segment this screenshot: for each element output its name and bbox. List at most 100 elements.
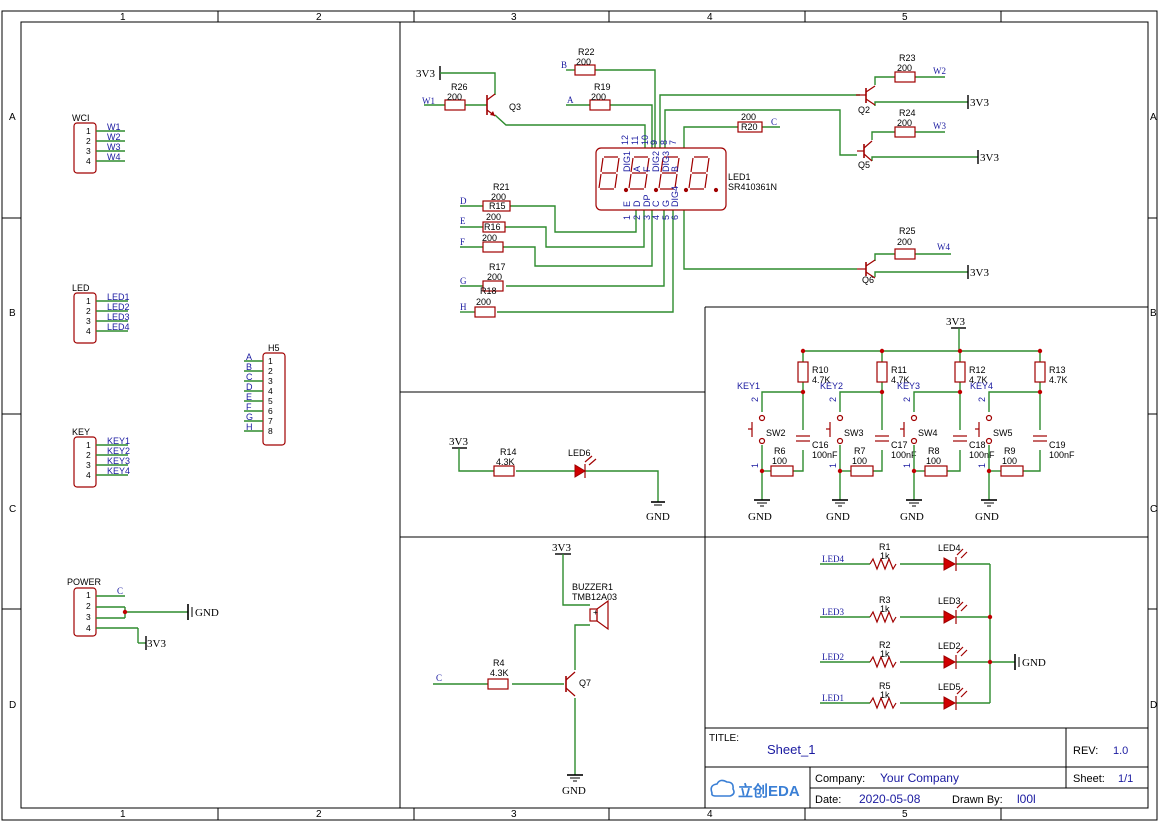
- key-net-label: KEY3: [897, 381, 920, 391]
- h5-net: A: [246, 352, 252, 362]
- r22-val: 200: [576, 57, 591, 67]
- gnd-icon: [832, 499, 848, 507]
- led-bank-net: LED1: [822, 693, 844, 703]
- led-bank-led-ref: LED4: [938, 543, 961, 553]
- sheet-frame: 1 2 3 4 5 1 2 3 4 5 A B C D A B C D: [1, 10, 1158, 821]
- led-conn-net-2: LED2: [107, 302, 130, 312]
- company-value: Your Company: [880, 771, 959, 785]
- transistor-q6-icon: [857, 259, 876, 279]
- resistor-zigzag-icon: [869, 696, 897, 710]
- q3-label: Q3: [509, 102, 521, 112]
- led-bank-res-val: 1k: [880, 690, 890, 700]
- eda-logo-text: 立创EDA: [738, 782, 800, 800]
- h5-label: H5: [268, 343, 280, 353]
- series-resistor: [924, 465, 948, 477]
- wci-net-w1: W1: [107, 122, 121, 132]
- h5-net: H: [246, 422, 253, 432]
- display-top-pin: 9: [649, 140, 659, 145]
- pushbutton-icon: [748, 414, 766, 445]
- switch-pin-1: 1: [902, 463, 912, 468]
- col-label-2-bottom: 2: [316, 809, 322, 820]
- date-value: 2020-05-08: [859, 792, 921, 806]
- series-val: 100: [772, 456, 787, 466]
- rev-value: 1.0: [1113, 745, 1128, 757]
- led-bank-res-ref: R1: [879, 542, 891, 552]
- pullup-val: 4.7K: [969, 375, 988, 385]
- drawn-by-label: Drawn By:: [952, 794, 1003, 806]
- key-conn-net-3: KEY3: [107, 456, 130, 466]
- r23-ref: R23: [899, 53, 916, 63]
- series-resistor: [770, 465, 794, 477]
- capacitor-icon: [953, 435, 967, 442]
- col-label-3-bottom: 3: [511, 809, 517, 820]
- row-label-d: D: [9, 700, 16, 711]
- key-conn-pin-3: 3: [86, 460, 91, 470]
- r26-net: W1: [422, 96, 435, 106]
- key-gnd-label: GND: [975, 511, 999, 523]
- power-conn-pin-3: 3: [86, 612, 91, 622]
- connector-led[interactable]: LED 1 2 3 4 LED1 LED2 LED3 LED4: [72, 283, 130, 344]
- r23-net: W2: [933, 66, 946, 76]
- connector-power[interactable]: POWER 1 2 3 4 C GND 3V3: [67, 577, 219, 650]
- pushbutton-icon: [900, 414, 918, 445]
- r26-ref: R26: [451, 82, 468, 92]
- switch-ref: SW4: [918, 428, 938, 438]
- switch-pin-2: 2: [902, 397, 912, 402]
- key-conn-net-4: KEY4: [107, 466, 130, 476]
- series-ref: R8: [928, 446, 940, 456]
- display-digit: [688, 156, 719, 193]
- r17-val: 200: [487, 272, 502, 282]
- col-label-4-bottom: 4: [707, 809, 713, 820]
- rev-label: REV:: [1073, 745, 1098, 757]
- h5-pin: 8: [268, 426, 273, 436]
- led6-ref: LED6: [568, 448, 591, 458]
- r22-net: B: [561, 60, 567, 70]
- pullup-resistor: [876, 361, 888, 383]
- wci-label: WCI: [72, 113, 90, 123]
- r19-val: 200: [591, 92, 606, 102]
- title-block: TITLE: Sheet_1 REV: 1.0 Company: Your Co…: [704, 727, 1149, 809]
- wci-pin-2: 2: [86, 136, 91, 146]
- q2-3v3-label: 3V3: [970, 97, 989, 109]
- display-dot: [653, 187, 659, 193]
- gnd-icon: [981, 499, 997, 507]
- r17-net: G: [460, 276, 467, 286]
- display-part: SR410361N: [728, 182, 777, 192]
- key-net-label: KEY4: [970, 381, 993, 391]
- r4-net: C: [436, 673, 442, 683]
- col-label-5-bottom: 5: [902, 809, 908, 820]
- q5-label: Q5: [858, 160, 870, 170]
- h5-pin: 4: [268, 386, 273, 396]
- connector-wci[interactable]: WCI 1 2 3 4 W1 W2 W3 W4: [72, 113, 125, 174]
- buzzer-icon: +: [589, 599, 609, 631]
- key-gnd-label: GND: [826, 511, 850, 523]
- led-bank-gnd-label: GND: [1022, 657, 1046, 669]
- connector-key[interactable]: KEY 1 2 3 4 KEY1 KEY2 KEY3 KEY4: [72, 427, 130, 488]
- display-dot: [683, 187, 689, 193]
- transistor-q3-icon: [486, 93, 496, 117]
- led-bank-res-ref: R3: [879, 595, 891, 605]
- r19-ref: R19: [594, 82, 611, 92]
- series-ref: R9: [1004, 446, 1016, 456]
- row-label-a: A: [9, 112, 16, 123]
- r20-net: C: [771, 117, 777, 127]
- display-top-pin: 12: [620, 135, 630, 145]
- pushbutton-icon: [826, 414, 844, 445]
- series-ref: R6: [774, 446, 786, 456]
- r20-ref: R20: [741, 122, 758, 132]
- display-top-name: B: [670, 166, 680, 172]
- display-bottom-name: D: [632, 200, 642, 207]
- power-gnd-label: GND: [195, 607, 219, 619]
- svg-text:+: +: [593, 607, 598, 617]
- r25-val: 200: [897, 237, 912, 247]
